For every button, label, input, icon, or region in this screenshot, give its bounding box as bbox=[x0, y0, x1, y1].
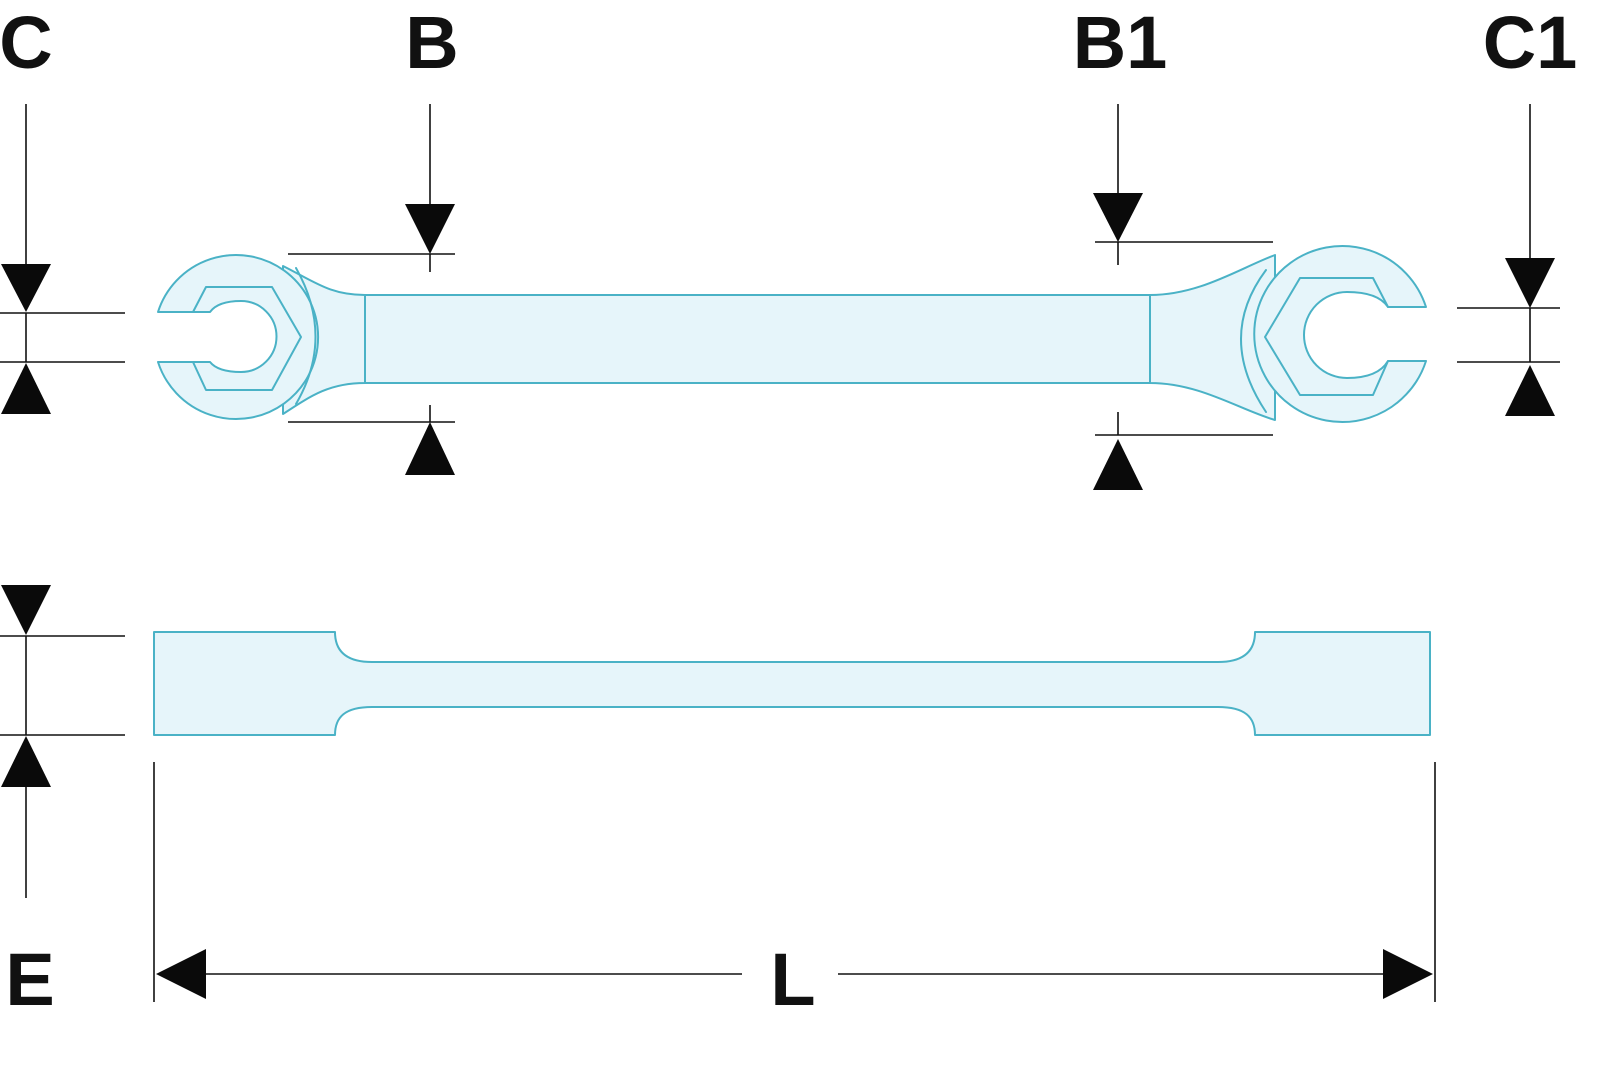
right-collar-arc bbox=[1240, 269, 1267, 413]
e-arrow-down bbox=[1, 585, 51, 635]
label-c: C bbox=[0, 1, 53, 84]
dimension-b bbox=[288, 104, 455, 475]
dimension-b1 bbox=[1093, 104, 1273, 490]
l-arrow-right bbox=[1383, 949, 1433, 999]
wrench-side-view bbox=[153, 631, 1431, 736]
c-arrow-up bbox=[1, 363, 51, 414]
b1-arrow-up bbox=[1093, 439, 1143, 490]
right-hex-opening bbox=[1264, 277, 1389, 396]
dimension-e bbox=[0, 585, 125, 898]
dimension-c1 bbox=[1457, 104, 1560, 416]
l-arrow-left bbox=[156, 949, 206, 999]
c-arrow-down bbox=[1, 264, 51, 312]
b-arrow-up bbox=[405, 422, 455, 475]
dimension-l bbox=[153, 762, 1436, 1002]
side-profile bbox=[153, 631, 1431, 736]
dimension-c bbox=[0, 104, 125, 414]
label-l: L bbox=[770, 938, 815, 1021]
b-arrow-down bbox=[405, 204, 455, 254]
right-neck bbox=[1149, 254, 1276, 421]
label-b1: B1 bbox=[1073, 1, 1168, 84]
c1-arrow-up bbox=[1505, 365, 1555, 416]
label-b: B bbox=[405, 1, 458, 84]
left-hex-opening bbox=[192, 286, 302, 391]
label-c1: C1 bbox=[1483, 1, 1578, 84]
e-arrow-up bbox=[1, 736, 51, 787]
wrench-handle bbox=[290, 295, 1170, 383]
left-collar-arc bbox=[295, 267, 317, 405]
right-wrench-head bbox=[1253, 245, 1427, 423]
b1-arrow-down bbox=[1093, 193, 1143, 242]
c1-arrow-down bbox=[1505, 258, 1555, 308]
label-e: E bbox=[5, 938, 54, 1021]
left-wrench-head bbox=[157, 254, 320, 420]
wrench-top-view bbox=[157, 245, 1427, 423]
